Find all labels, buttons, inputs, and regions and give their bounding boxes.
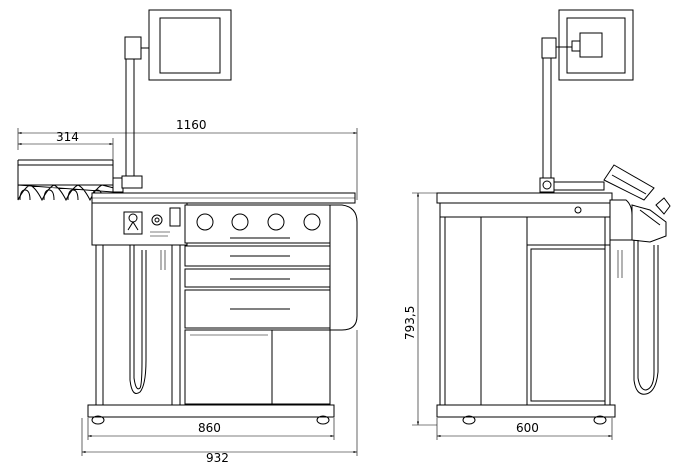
front-top-plate [91,192,356,204]
side-monitor [558,9,634,81]
dim-314: 314 [18,130,114,170]
side-base [436,404,616,425]
dim-860-label: 860 [198,421,221,435]
dim-314-label: 314 [56,130,79,144]
dim-600-label: 600 [516,421,539,435]
dim-1160: 1160 [17,118,358,200]
front-monitor [148,9,232,81]
dim-600: 600 [436,418,613,440]
dim-1160-label: 1160 [176,118,207,132]
front-left-column [95,245,181,405]
front-view: 1160 314 [17,9,358,465]
side-body [439,216,611,406]
front-cabinet [184,204,358,405]
dim-793-5: 793,5 [403,192,437,426]
front-base [87,404,335,425]
dim-932: 932 [81,330,358,465]
front-control-panel [91,202,188,246]
side-handpiece-unit [609,197,671,395]
front-monitor-arm [124,36,149,180]
side-top-unit [539,164,655,201]
dim-860: 860 [87,418,335,440]
dim-932-label: 932 [206,451,229,465]
side-view: 793,5 600 [403,9,671,440]
side-top-plate [436,192,613,218]
instrument-tray [17,159,143,202]
dim-793-5-label: 793,5 [403,306,417,340]
